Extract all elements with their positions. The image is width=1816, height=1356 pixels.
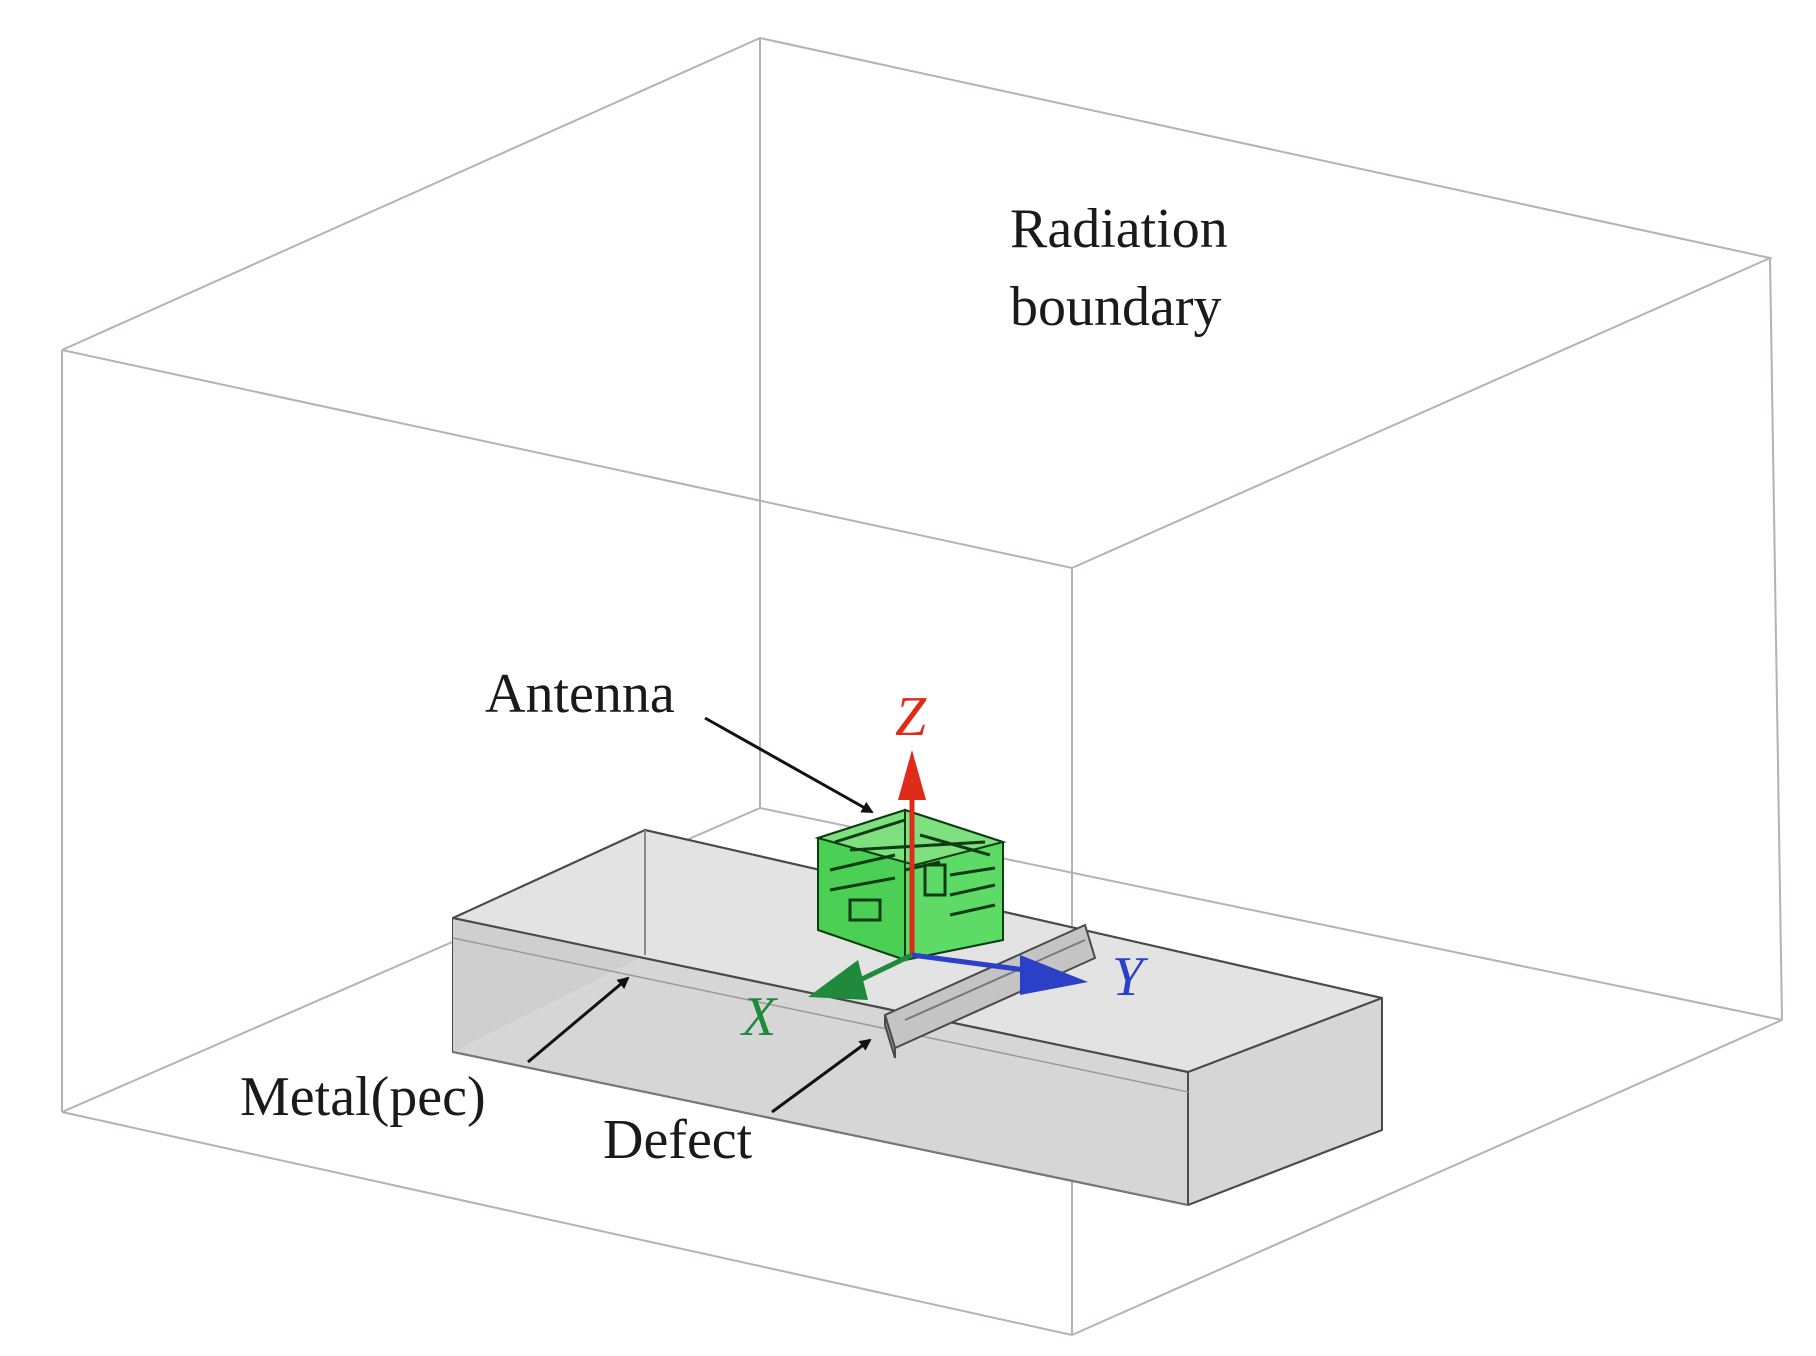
x-axis-line: [858, 952, 914, 983]
leader-arrows: [527, 716, 874, 1114]
x-axis-label: X: [740, 986, 779, 1048]
radiation-label-line2: boundary: [1010, 276, 1222, 338]
metal-label: Metal(pec): [240, 1066, 486, 1128]
antenna-circuit-pattern: [829, 818, 996, 922]
defect-pointer-arrow: [771, 1038, 872, 1114]
antenna-label: Antenna: [485, 663, 675, 725]
y-axis-label: Y: [1112, 946, 1149, 1008]
x-axis-arrowhead: [808, 960, 868, 1000]
z-axis-label: Z: [895, 686, 927, 748]
defect-label: Defect: [603, 1109, 753, 1171]
defect-slot: [883, 923, 1097, 1059]
y-axis-line: [911, 952, 1026, 973]
radiation-label-line1: Radiation: [1010, 198, 1228, 260]
antenna-pointer-arrow: [704, 716, 874, 814]
z-axis-arrowhead: [898, 750, 926, 800]
metal-pointer-arrow: [527, 976, 630, 1064]
y-axis-arrowhead: [1020, 955, 1088, 995]
coordinate-axes: [808, 750, 1088, 1000]
